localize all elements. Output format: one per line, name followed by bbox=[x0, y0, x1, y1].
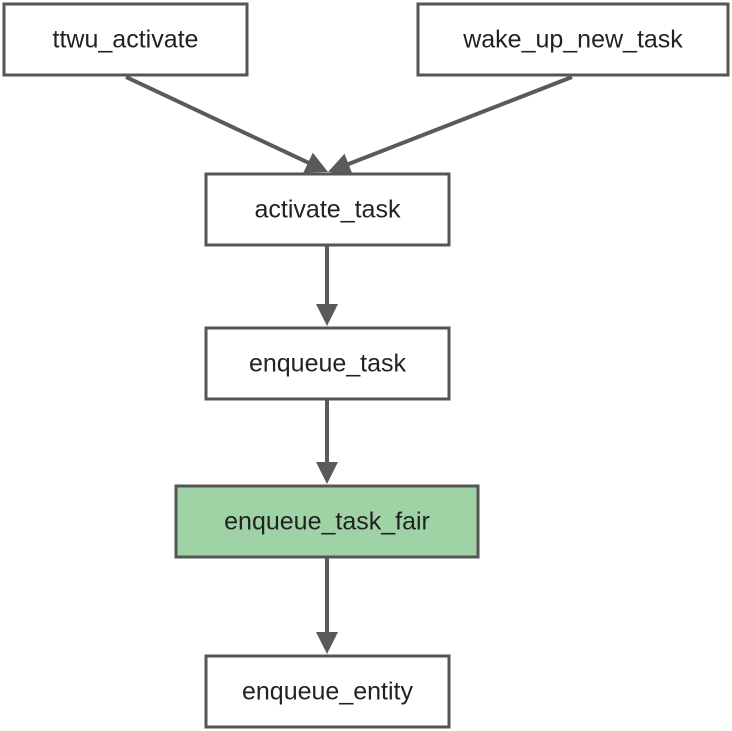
node-label: wake_up_new_task bbox=[462, 26, 683, 54]
node-box bbox=[204, 172, 451, 247]
edge-wake_up_new_task-to-activate_task bbox=[328, 75, 573, 175]
node-label: enqueue_task bbox=[249, 350, 407, 378]
node-label: ttwu_activate bbox=[53, 26, 199, 54]
edge-enqueue_task-to-enqueue_task_fair bbox=[316, 400, 338, 484]
edge-activate_task-to-enqueue_task bbox=[316, 246, 338, 326]
arrowhead-icon bbox=[316, 632, 338, 654]
node-ttwu-activate: ttwu_activate bbox=[2, 2, 249, 77]
arrowhead-icon bbox=[316, 462, 338, 484]
arrowhead-icon bbox=[328, 153, 353, 175]
node-enqueue-task-fair: enqueue_task_fair bbox=[174, 484, 480, 559]
arrowhead-icon bbox=[303, 152, 328, 173]
edge-enqueue_task_fair-to-enqueue_entity bbox=[316, 558, 338, 654]
arrowhead-icon bbox=[316, 304, 338, 326]
node-box bbox=[204, 326, 451, 401]
node-label: enqueue_entity bbox=[242, 678, 413, 706]
node-wake-up-new-task: wake_up_new_task bbox=[416, 2, 730, 77]
edge-line bbox=[345, 75, 573, 167]
edges-layer bbox=[125, 75, 573, 654]
node-box bbox=[2, 2, 249, 77]
node-box bbox=[204, 654, 451, 729]
node-label: enqueue_task_fair bbox=[224, 508, 430, 536]
node-box bbox=[174, 484, 480, 559]
node-activate-task: activate_task bbox=[204, 172, 451, 247]
edge-ttwu_activate-to-activate_task bbox=[125, 75, 328, 173]
edge-line bbox=[125, 75, 311, 166]
node-label: activate_task bbox=[255, 196, 401, 224]
node-enqueue-task: enqueue_task bbox=[204, 326, 451, 401]
node-box bbox=[416, 2, 730, 77]
node-enqueue-entity: enqueue_entity bbox=[204, 654, 451, 729]
